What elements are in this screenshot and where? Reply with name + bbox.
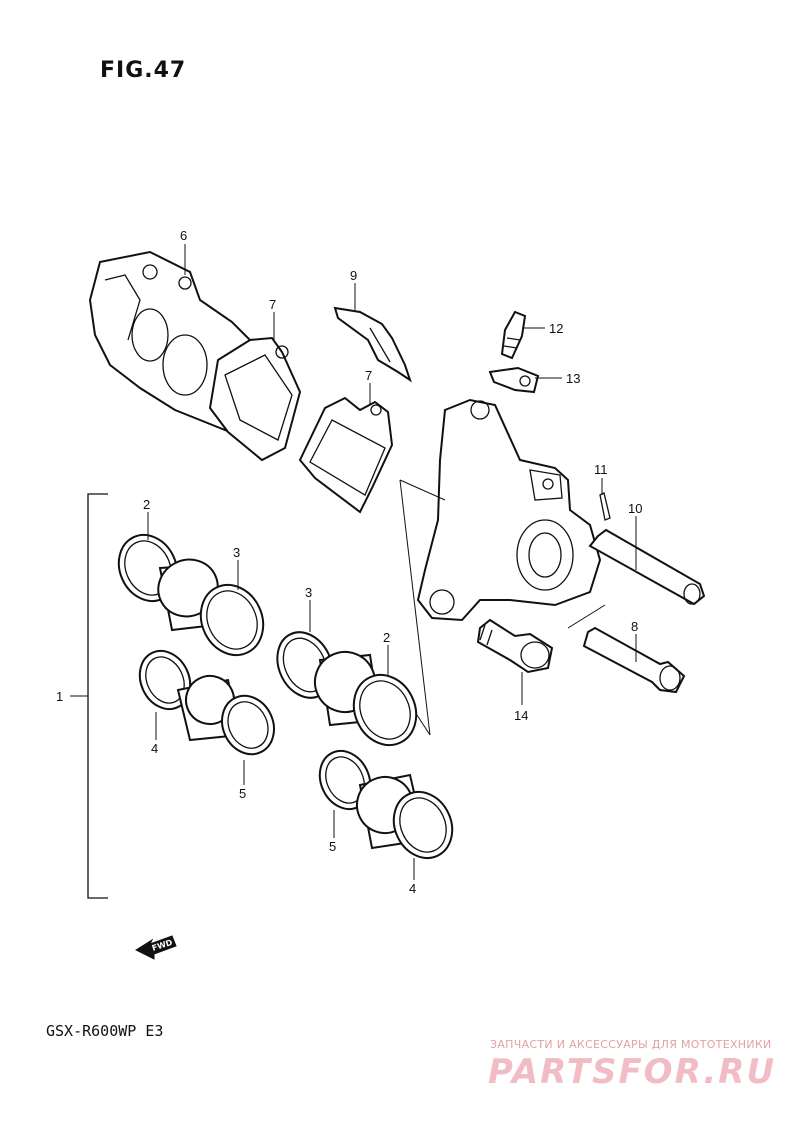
callout-9: 9 [350, 268, 357, 283]
callout-1: 1 [56, 689, 63, 704]
pin-clip [599, 492, 611, 521]
piston-set-upper-center [276, 631, 418, 747]
leader-lines [147, 244, 637, 880]
callout-13: 13 [566, 371, 580, 386]
pad-spring [333, 306, 412, 383]
watermark-tagline: ЗАПЧАСТИ И АКСЕССУАРЫ ДЛЯ МОТОТЕХНИКИ [490, 1038, 772, 1051]
bleeder-screw [500, 310, 527, 360]
brake-pad-upper [208, 336, 302, 462]
flange-bolt [476, 618, 554, 674]
callout-6: 6 [180, 228, 187, 243]
callout-2-center: 2 [383, 630, 390, 645]
piston-set-upper-left [117, 533, 265, 657]
callout-3-center: 3 [305, 585, 312, 600]
callout-14: 14 [514, 708, 528, 723]
callout-5-center: 5 [329, 839, 336, 854]
fwd-arrow-icon: FWD [134, 935, 177, 960]
assembly-bracket [70, 493, 108, 899]
pad-pin [588, 528, 706, 606]
callout-2-left: 2 [143, 497, 150, 512]
brake-pad-lower [298, 396, 394, 514]
mounting-bolt [582, 626, 686, 694]
callout-10: 10 [628, 501, 642, 516]
watermark-logo: PARTSFOR.RU [488, 1052, 777, 1092]
callout-7-lower: 7 [365, 368, 372, 383]
caliper-body-inner [416, 398, 602, 622]
callout-7-upper: 7 [269, 297, 276, 312]
callout-12: 12 [549, 321, 563, 336]
callout-labels: 1 2 2 3 3 4 4 5 5 6 7 7 8 9 10 11 12 13 … [56, 228, 642, 896]
callout-8: 8 [631, 619, 638, 634]
figure-title: FIG.47 [100, 58, 187, 83]
mount-guide-lines [399, 479, 606, 736]
model-code: GSX-R600WP E3 [46, 1022, 164, 1040]
piston-set-lower-left [138, 649, 275, 756]
bleeder-cap [488, 366, 540, 394]
callout-4-center: 4 [409, 881, 416, 896]
callout-4-left: 4 [151, 741, 158, 756]
callout-11: 11 [594, 462, 608, 477]
callout-5-left: 5 [239, 786, 246, 801]
piston-set-lower-center [318, 749, 454, 860]
callout-3-left: 3 [233, 545, 240, 560]
